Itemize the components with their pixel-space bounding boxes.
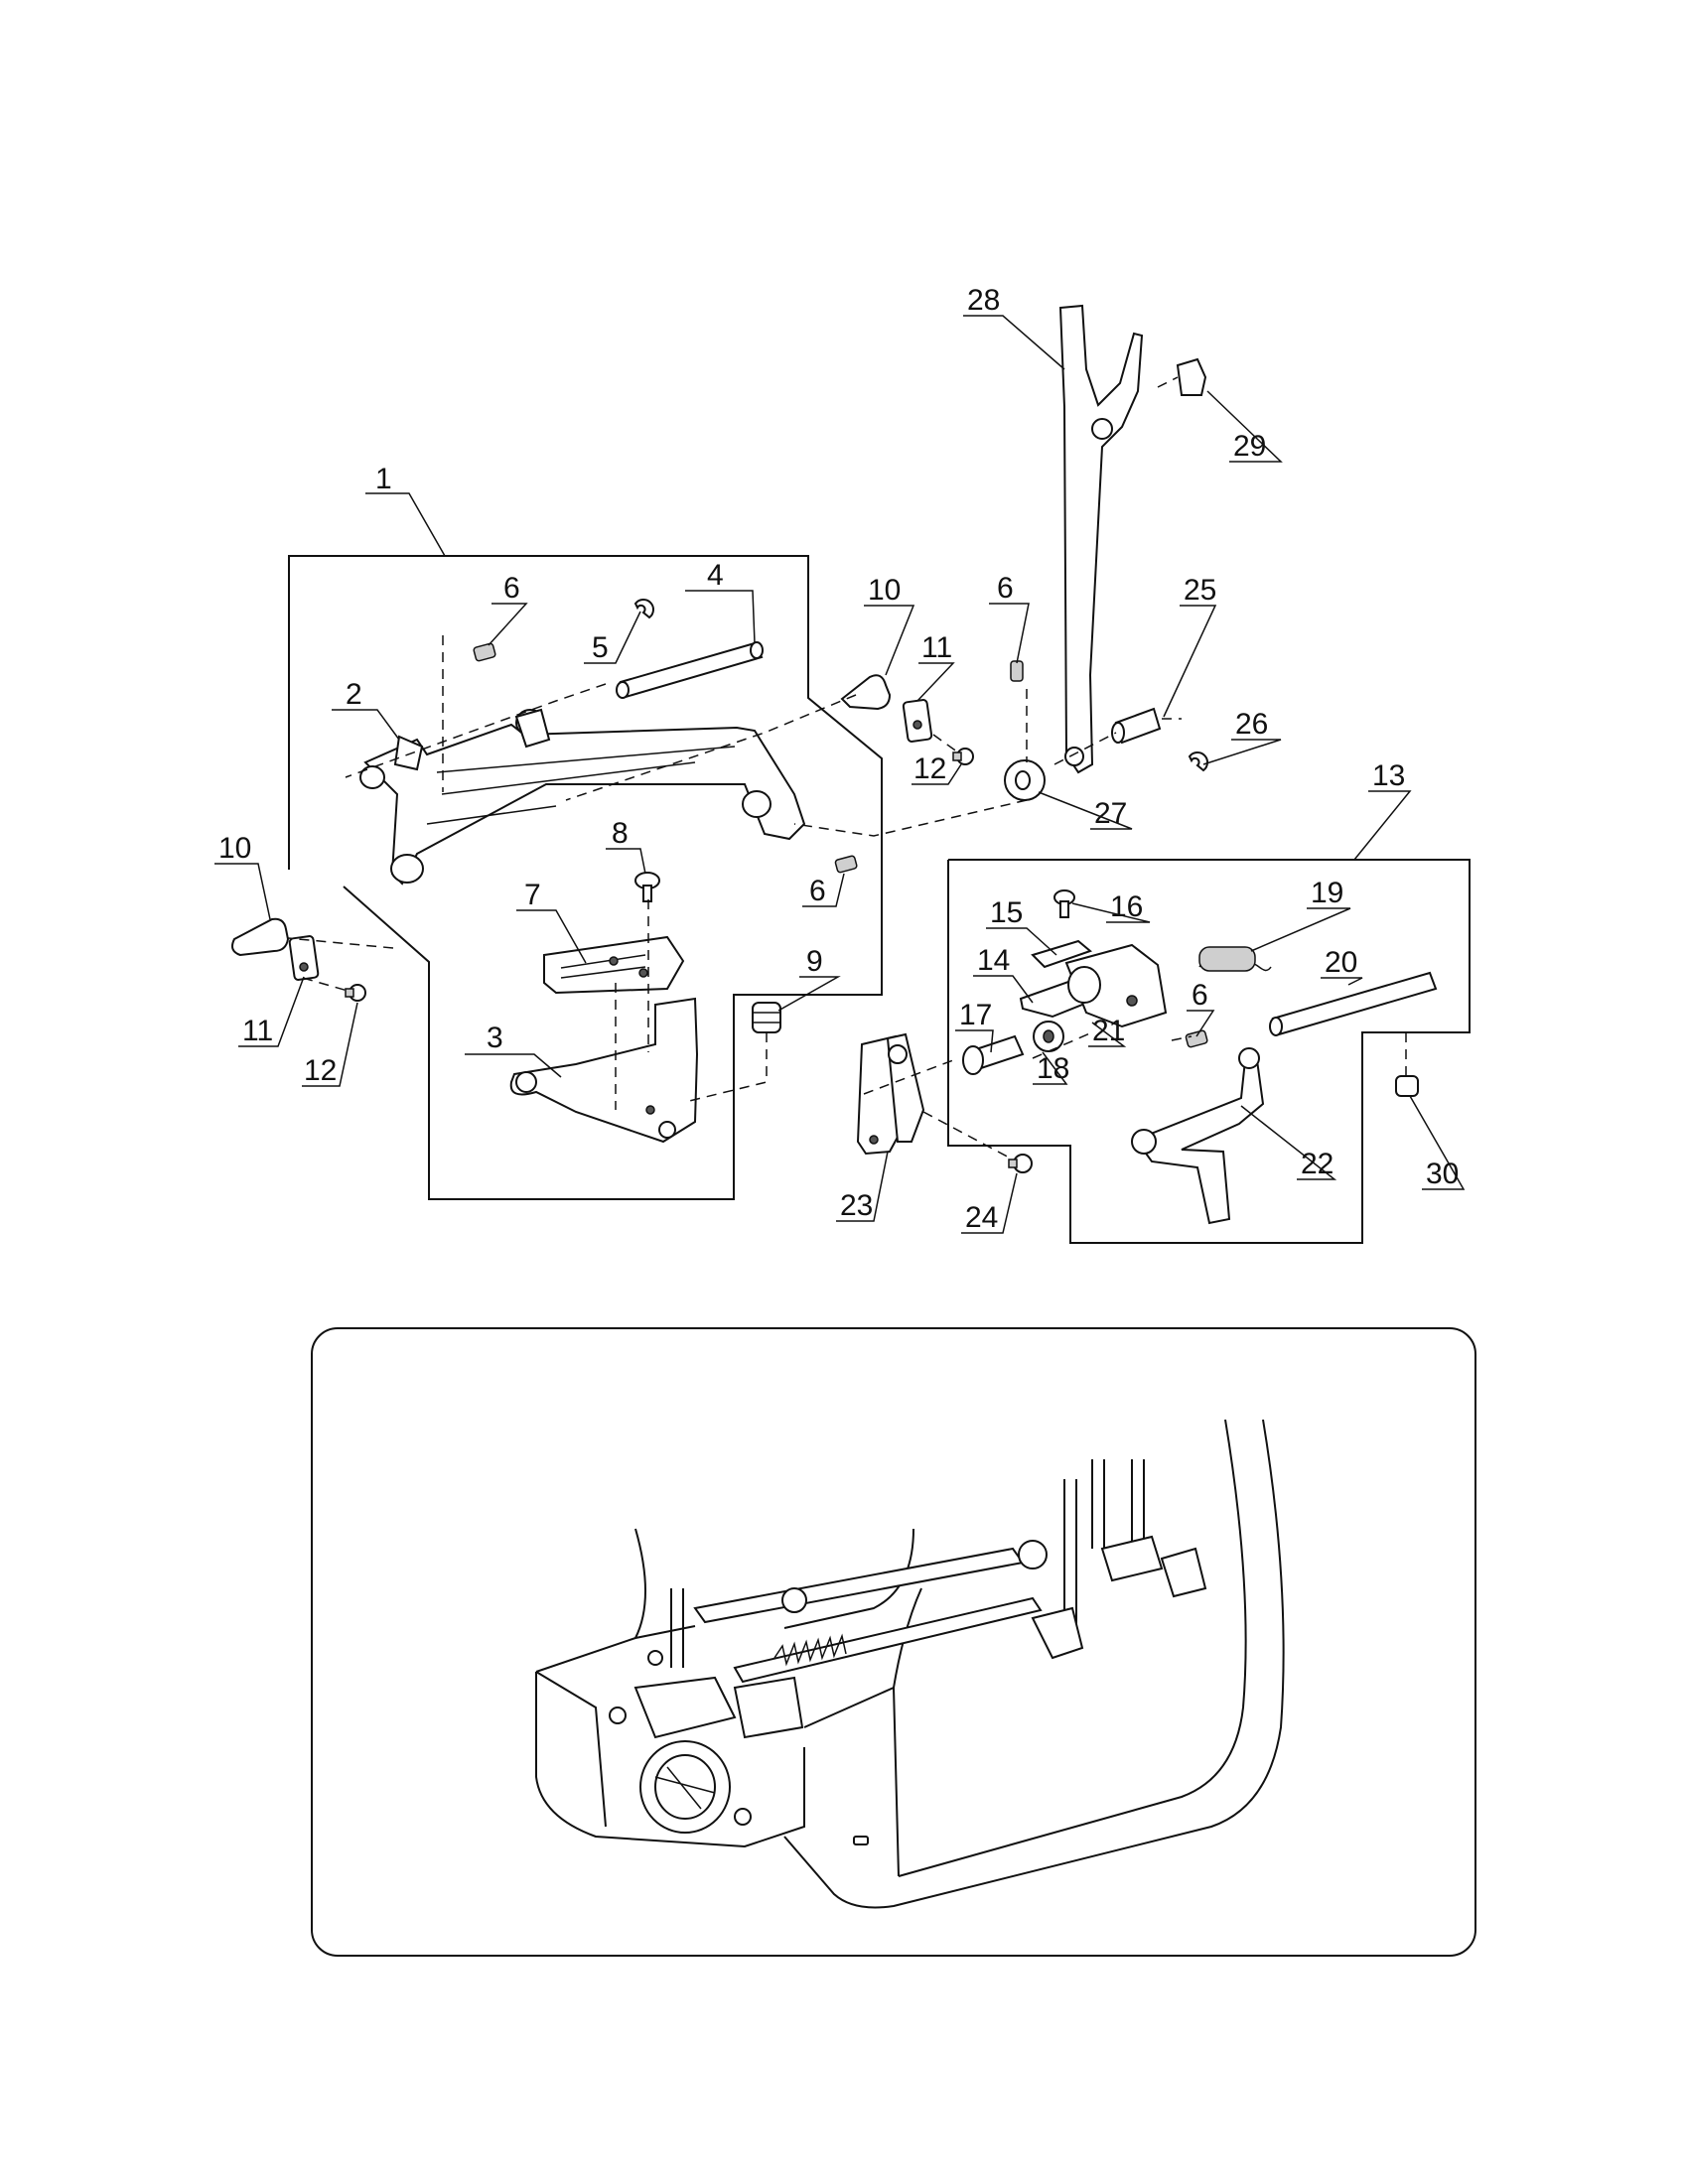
label-19: 19 bbox=[1311, 877, 1343, 909]
group-frame-13 bbox=[947, 859, 1471, 1244]
label-6c: 6 bbox=[809, 875, 826, 907]
shaft-part-4 bbox=[616, 641, 764, 699]
label-11b: 11 bbox=[242, 1015, 273, 1047]
nut-part-30 bbox=[1395, 1075, 1419, 1097]
cap-part-10a bbox=[840, 674, 892, 711]
spring-part-19 bbox=[1198, 946, 1272, 972]
bushing-part-9 bbox=[752, 1002, 781, 1033]
label-7: 7 bbox=[524, 879, 541, 911]
nut-part-29 bbox=[1176, 357, 1207, 396]
label-14: 14 bbox=[977, 944, 1010, 977]
set-screw-6a bbox=[473, 642, 496, 662]
screw-part-12a bbox=[952, 748, 974, 765]
screw-part-17 bbox=[962, 1034, 1025, 1075]
set-screw-6b bbox=[1010, 660, 1024, 682]
part-labels: 1 2 3 4 5 6 6 6 6 7 8 9 10 10 11 11 12 1… bbox=[218, 284, 1459, 1234]
label-6a: 6 bbox=[503, 572, 520, 605]
label-16: 16 bbox=[1110, 890, 1143, 923]
label-26: 26 bbox=[1235, 708, 1268, 741]
group-frame-1 bbox=[288, 555, 883, 1200]
plate-part-11b bbox=[288, 935, 320, 981]
label-28: 28 bbox=[967, 284, 1000, 317]
label-6b: 6 bbox=[997, 572, 1014, 605]
label-2: 2 bbox=[346, 678, 362, 711]
set-screw-6d bbox=[1185, 1029, 1208, 1048]
label-1: 1 bbox=[375, 463, 392, 495]
collar-part-27 bbox=[1004, 759, 1046, 801]
label-11a: 11 bbox=[921, 631, 952, 664]
label-17: 17 bbox=[959, 999, 992, 1031]
label-12b: 12 bbox=[304, 1054, 337, 1087]
plate-part-11a bbox=[902, 699, 933, 743]
label-5: 5 bbox=[592, 631, 609, 664]
lever-part-15 bbox=[1031, 939, 1092, 969]
label-4: 4 bbox=[707, 559, 724, 592]
label-23: 23 bbox=[840, 1189, 873, 1222]
screw-part-8 bbox=[634, 872, 660, 902]
label-10b: 10 bbox=[218, 832, 251, 865]
e-ring-part-5 bbox=[633, 599, 654, 619]
label-25: 25 bbox=[1184, 574, 1216, 607]
shaft-part-20 bbox=[1269, 971, 1438, 1036]
bracket-part-3 bbox=[509, 997, 699, 1144]
label-3: 3 bbox=[487, 1022, 503, 1054]
leader-lines bbox=[214, 315, 1466, 1234]
bracket-part-22 bbox=[1131, 1047, 1265, 1225]
assembly-lines bbox=[287, 376, 1407, 1160]
set-screw-6c bbox=[834, 855, 858, 874]
feed-dog-part-7 bbox=[543, 935, 685, 995]
label-30: 30 bbox=[1426, 1158, 1459, 1190]
e-ring-part-26 bbox=[1188, 751, 1208, 772]
label-9: 9 bbox=[806, 945, 823, 978]
screw-part-12b bbox=[345, 984, 366, 1002]
label-6d: 6 bbox=[1192, 979, 1208, 1012]
label-13: 13 bbox=[1372, 759, 1405, 792]
bushing-part-25 bbox=[1111, 707, 1162, 745]
plate-part-23 bbox=[856, 1032, 925, 1156]
screw-part-16 bbox=[1053, 889, 1075, 918]
label-27: 27 bbox=[1094, 797, 1127, 830]
lever-part-28 bbox=[1058, 304, 1144, 774]
bushing-part-18 bbox=[1033, 1021, 1064, 1052]
cap-part-10b bbox=[231, 917, 290, 957]
label-8: 8 bbox=[612, 817, 629, 850]
label-22: 22 bbox=[1301, 1148, 1333, 1180]
inset-machine-view bbox=[311, 1327, 1476, 1957]
label-21: 21 bbox=[1092, 1015, 1125, 1047]
label-10a: 10 bbox=[868, 574, 901, 607]
label-12a: 12 bbox=[913, 752, 946, 785]
label-15: 15 bbox=[990, 896, 1023, 929]
label-18: 18 bbox=[1037, 1052, 1069, 1085]
label-29: 29 bbox=[1233, 430, 1266, 463]
holder-part-21 bbox=[1064, 943, 1168, 1028]
screw-part-24 bbox=[1008, 1154, 1033, 1173]
feed-arm-part bbox=[359, 708, 806, 886]
label-20: 20 bbox=[1325, 946, 1357, 979]
label-24: 24 bbox=[965, 1201, 998, 1234]
